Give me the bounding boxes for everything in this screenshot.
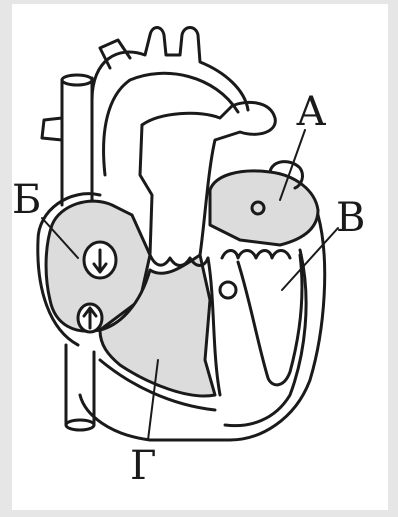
mitral-valve — [222, 251, 290, 259]
superior-vena-cava-top — [62, 75, 92, 85]
label-g: Г — [130, 446, 156, 486]
left-ventricle — [238, 255, 302, 385]
inferior-vena-cava-bottom — [66, 420, 94, 430]
label-b: Б — [12, 180, 41, 220]
label-v: В — [336, 198, 365, 238]
label-a: А — [296, 92, 326, 132]
vena-cava-branch — [42, 118, 62, 140]
left-ventricle-opening — [220, 282, 236, 298]
superior-vena-cava — [62, 78, 92, 205]
aortic-arch-inner — [104, 73, 238, 175]
